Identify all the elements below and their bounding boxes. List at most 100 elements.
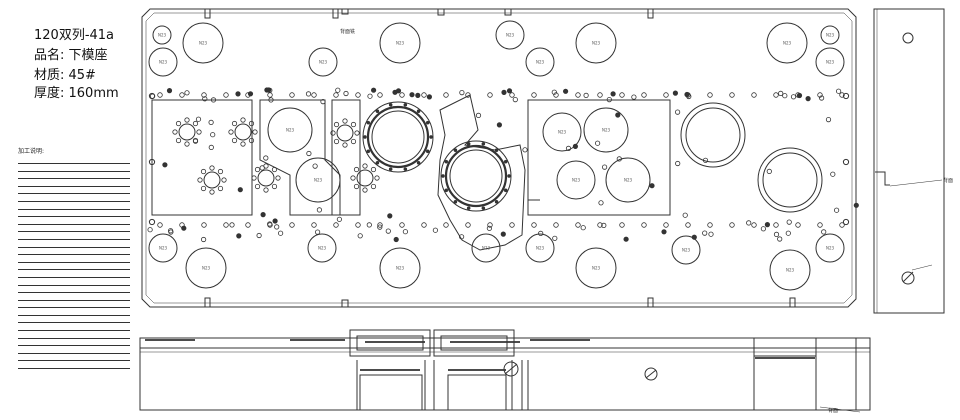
small-hole [486,225,492,231]
cluster-hole [362,163,368,169]
small-hole [825,117,832,123]
cluster-center [336,124,354,142]
insert-bore-outer [362,101,434,173]
small-hole [336,216,342,222]
cluster-center [257,169,275,187]
small-hole [370,87,377,93]
hole-label: N23 [286,128,295,133]
edge-hole [157,92,163,98]
hole-label: N23 [592,41,601,46]
hole-label: N23 [572,178,581,183]
small-hole [343,90,349,97]
insert-bolt-hole [425,149,430,154]
section-pocket-inner [440,335,508,351]
edge-hole [663,222,669,228]
small-hole [830,171,836,177]
cluster-hole [175,120,182,127]
plan-view-outline [141,8,857,308]
processing-note-line [18,241,130,248]
guide-bore [185,247,227,289]
edge-hole [487,92,493,98]
processing-notes: 加工说明: [18,146,130,370]
cluster-hole [254,183,261,190]
insert-bolt-hole [444,188,449,193]
small-hole [201,236,207,243]
small-hole [147,227,153,233]
small-hole [782,93,788,99]
guide-bore [525,233,555,263]
small-hole [168,228,174,234]
cluster-hole [254,166,261,173]
insert-bolt-hole [375,109,380,114]
guide-bore [605,157,651,203]
cluster-hole [184,141,190,147]
edge-hole [399,92,405,98]
small-hole [357,233,363,239]
edge-hole [333,222,339,228]
guide-bore [815,233,845,263]
small-hole [475,112,482,119]
small-hole [366,222,372,228]
small-hole [805,96,811,102]
small-hole [601,164,608,170]
small-hole [572,143,579,149]
bottom-notch [204,297,211,307]
bottom-notch [789,297,796,307]
edge-hole [201,222,207,228]
guide-bore [182,22,224,64]
processing-note-line [18,271,130,278]
section-leader [819,406,861,413]
cluster-hole [271,166,278,173]
side-view-leader [889,179,943,187]
small-hole [208,119,214,126]
small-hole [387,213,393,219]
guide-bore [148,47,178,77]
cluster-hole [350,138,357,145]
edge-hole [179,222,185,228]
hole-label: N23 [602,128,611,133]
small-hole [263,155,269,161]
cluster-hole [330,130,336,136]
guide-bore [820,25,840,45]
back-milling-label: 背面铣 [340,29,356,35]
small-hole [551,89,557,95]
small-hole [552,235,558,241]
center-pocket [331,99,361,216]
edge-hole [289,222,295,228]
insert-bore-inner [371,110,425,164]
edge-hole [267,92,273,98]
hole-label: N23 [536,60,545,65]
cluster-hole [342,142,348,148]
hole-label: N23 [202,266,211,271]
cluster-center [178,123,196,141]
hole-label: N23 [536,246,545,251]
cluster-hole [217,185,224,192]
insert-bolt-hole [375,160,380,165]
edge-hole [201,92,207,98]
cluster-hole [362,187,368,193]
cluster-hole [209,165,215,171]
edge-hole [597,222,603,228]
edge-hole [619,92,625,98]
bottom-view-back-label: 背面 [828,408,839,414]
thickness-spec: 厚度: 160mm [34,86,119,101]
small-hole [580,225,586,231]
side-view [873,8,945,314]
small-hole [409,92,415,98]
processing-notes-title: 加工说明: [18,148,45,155]
small-hole [496,122,502,128]
edge-hole [597,92,603,98]
insert-bolt-hole [466,141,471,146]
top-notch [504,9,512,16]
cluster-hole [271,183,278,190]
cluster-hole [240,117,246,123]
cluster-hole [354,130,360,136]
edge-hole [685,222,691,228]
small-hole [195,116,202,122]
edge-hole [443,92,449,98]
edge-hole [619,222,625,228]
edge-hole [817,92,823,98]
small-hole [675,160,681,167]
guide-bore [583,107,629,153]
